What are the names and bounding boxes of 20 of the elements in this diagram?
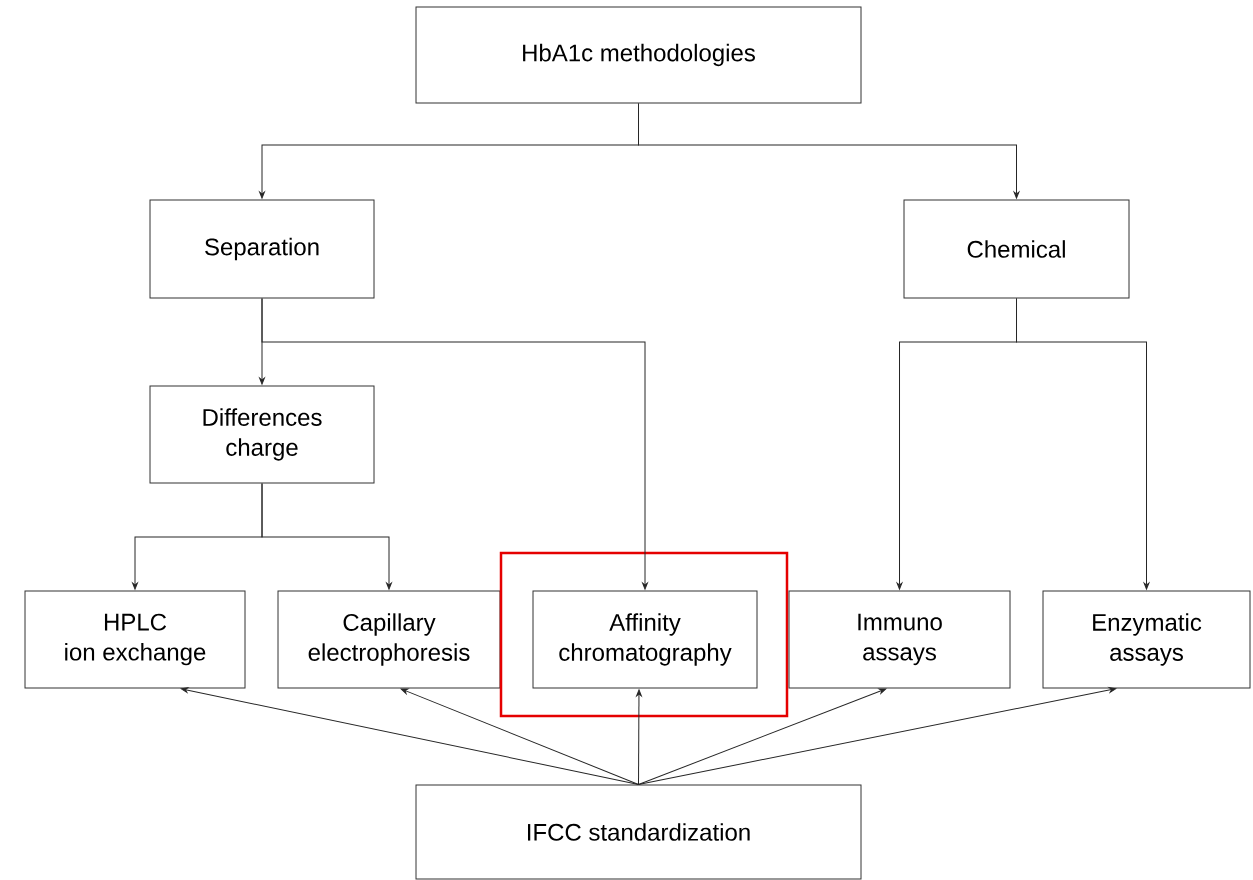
arrow <box>1016 298 1150 590</box>
method-box: Affinity chromatography <box>532 590 758 689</box>
arrow <box>638 103 1020 199</box>
arrow <box>638 687 1117 785</box>
arrow <box>400 688 639 785</box>
method-box: Enzymatic assays <box>1042 590 1251 689</box>
method-box: Immuno assays <box>788 590 1011 689</box>
root-box: HbA1c methodologies <box>415 6 862 104</box>
method-box: Capillary electrophoresis <box>277 590 501 689</box>
arrow <box>638 688 887 785</box>
highlight-frame <box>499 551 789 718</box>
arrow <box>261 483 392 590</box>
arrow <box>261 298 648 590</box>
arrow <box>636 689 642 785</box>
method-box: Chemical <box>903 199 1130 299</box>
arrow <box>180 687 639 785</box>
method-box: HPLC ion exchange <box>24 590 246 689</box>
method-box: Separation <box>149 199 375 299</box>
method-box: Differences charge <box>149 385 375 484</box>
standard-box: IFCC standardization <box>415 784 862 880</box>
